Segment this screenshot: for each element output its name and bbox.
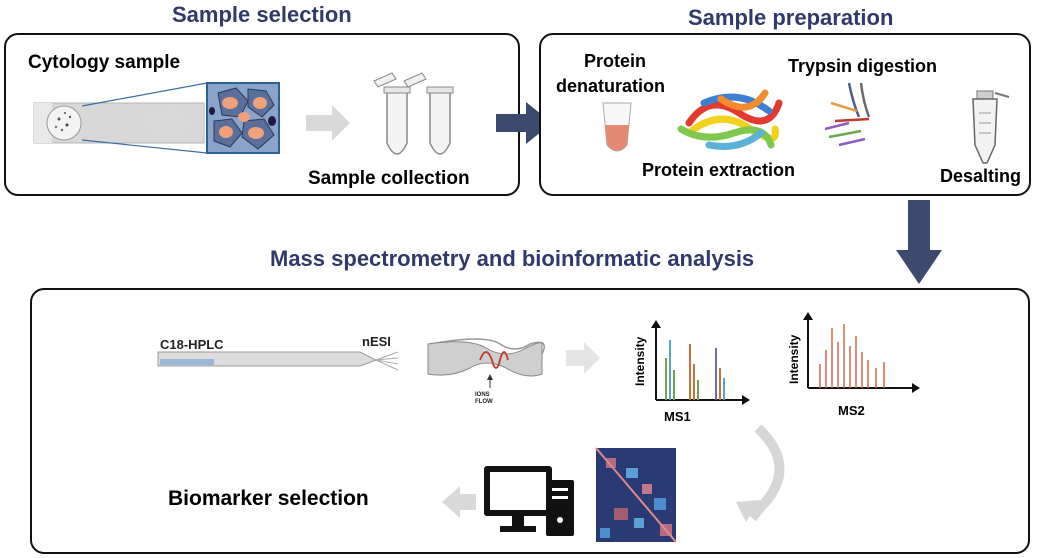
arrow-right-icon <box>306 105 350 141</box>
arrow-down-icon <box>896 200 942 284</box>
arrow-left-icon <box>442 486 476 518</box>
arrow-right-icon <box>148 105 190 141</box>
sample-selection-heading: Sample selection <box>172 2 352 27</box>
ms-analysis-heading: Mass spectrometry and bioinformatic anal… <box>270 246 755 271</box>
denaturation-tube-icon <box>602 102 632 152</box>
ms-analysis-graphics: Intensity Intensity <box>157 312 920 543</box>
protein-denaturation-label-line2: denaturation <box>556 76 666 96</box>
curved-arrow-icon <box>736 424 785 522</box>
ion-trap-icon <box>427 338 545 388</box>
arrow-right-icon <box>566 342 600 374</box>
protein-extraction-label: Protein extraction <box>642 160 796 180</box>
c18-hplc-label: C18-HPLC <box>160 337 224 352</box>
correlation-heatmap-icon <box>595 447 677 543</box>
desalting-label: Desalting <box>940 166 1022 186</box>
desalting-tip-icon <box>972 90 1010 164</box>
protein-structure-icon <box>677 89 783 150</box>
sample-tubes-icon <box>373 72 454 155</box>
peptide-fragments-icon <box>824 82 871 147</box>
ms2-spectrum: Intensity <box>787 312 920 393</box>
ions-label-line2: FLOW <box>475 399 493 405</box>
ms1-spectrum: Intensity <box>633 320 750 405</box>
protein-denaturation-label-line1: Protein <box>584 51 647 71</box>
nesi-label: nESI <box>362 334 391 349</box>
cytology-sample-label: Cytology sample <box>28 52 181 73</box>
ms1-ylabel: Intensity <box>633 336 647 386</box>
ms2-label: MS2 <box>838 403 865 418</box>
sample-collection-label: Sample collection <box>308 168 470 189</box>
trypsin-digestion-label: Trypsin digestion <box>788 56 938 76</box>
cell-cluster-icon <box>206 82 280 154</box>
biomarker-selection-label: Biomarker selection <box>168 487 369 510</box>
sample-preparation-heading: Sample preparation <box>688 5 894 30</box>
arrow-right-icon <box>496 102 552 144</box>
computer-icon <box>484 466 574 536</box>
sample-selection-graphics <box>33 72 454 155</box>
ms2-ylabel: Intensity <box>787 334 801 384</box>
hplc-column-icon <box>157 351 399 371</box>
ions-label-line1: IONS <box>475 392 490 398</box>
ms1-label: MS1 <box>664 409 691 424</box>
sample-preparation-graphics <box>602 82 1010 164</box>
